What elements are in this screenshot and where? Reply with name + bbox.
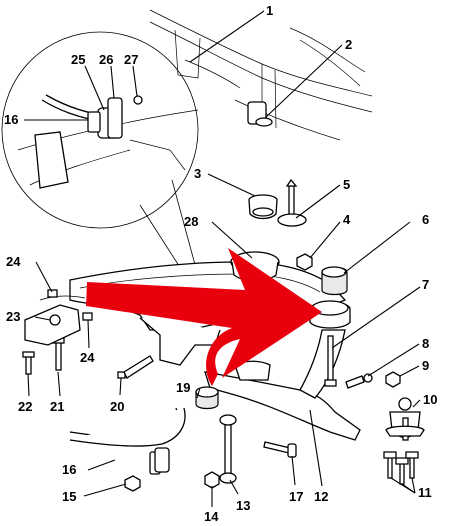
part-3-strut-mount <box>248 194 278 220</box>
callout-1: 1 <box>266 3 273 18</box>
callout-5: 5 <box>343 177 350 192</box>
callout-16-lower: 16 <box>62 462 76 477</box>
callout-28: 28 <box>184 214 198 229</box>
part-5-bolt <box>277 178 307 227</box>
callout-27: 27 <box>124 52 138 67</box>
part-23-bracket <box>24 289 93 346</box>
callout-17: 17 <box>289 489 303 504</box>
part-13-coupling-rod <box>204 414 237 489</box>
part-19-bushing <box>195 386 219 410</box>
part-4-nut <box>296 253 313 271</box>
callout-19: 19 <box>176 380 190 395</box>
leader-lines <box>24 10 421 507</box>
part-10-ball-joint <box>385 397 425 441</box>
callout-15: 15 <box>62 489 76 504</box>
part-6-bushing <box>321 266 348 296</box>
callout-14: 14 <box>204 509 219 524</box>
callout-25: 25 <box>71 52 85 67</box>
callout-labels: 1 2 3 5 4 6 28 7 8 9 10 11 12 17 13 14 1… <box>4 3 437 524</box>
callout-12: 12 <box>314 489 328 504</box>
part-20-bolt <box>117 355 154 379</box>
part-17-bolt <box>263 441 297 458</box>
callout-10: 10 <box>423 392 437 407</box>
callout-11: 11 <box>418 485 432 500</box>
callout-3: 3 <box>194 166 201 181</box>
callout-23: 23 <box>6 309 20 324</box>
callout-26: 26 <box>99 52 113 67</box>
callout-6: 6 <box>422 212 429 227</box>
callout-8: 8 <box>422 336 429 351</box>
callout-7: 7 <box>422 277 429 292</box>
red-arrow-overlay <box>86 248 322 386</box>
chassis-rail-sketch <box>149 9 373 141</box>
callout-16-upper: 16 <box>4 112 18 127</box>
part-8-9-hardware <box>345 371 401 389</box>
callout-21: 21 <box>50 399 64 414</box>
callout-2: 2 <box>345 37 352 52</box>
callout-20: 20 <box>110 399 124 414</box>
part-16-stabilizer-bar <box>69 407 186 492</box>
part-7-bolt <box>324 335 337 387</box>
callout-9: 9 <box>422 358 429 373</box>
callout-24-left: 24 <box>6 254 21 269</box>
callout-4: 4 <box>343 212 351 227</box>
callout-24-lower: 24 <box>80 350 95 365</box>
detail-circle-stabilizer-mount <box>1 31 199 229</box>
callout-22: 22 <box>18 399 32 414</box>
part-11-bolts <box>383 451 419 485</box>
callout-13: 13 <box>236 498 250 513</box>
